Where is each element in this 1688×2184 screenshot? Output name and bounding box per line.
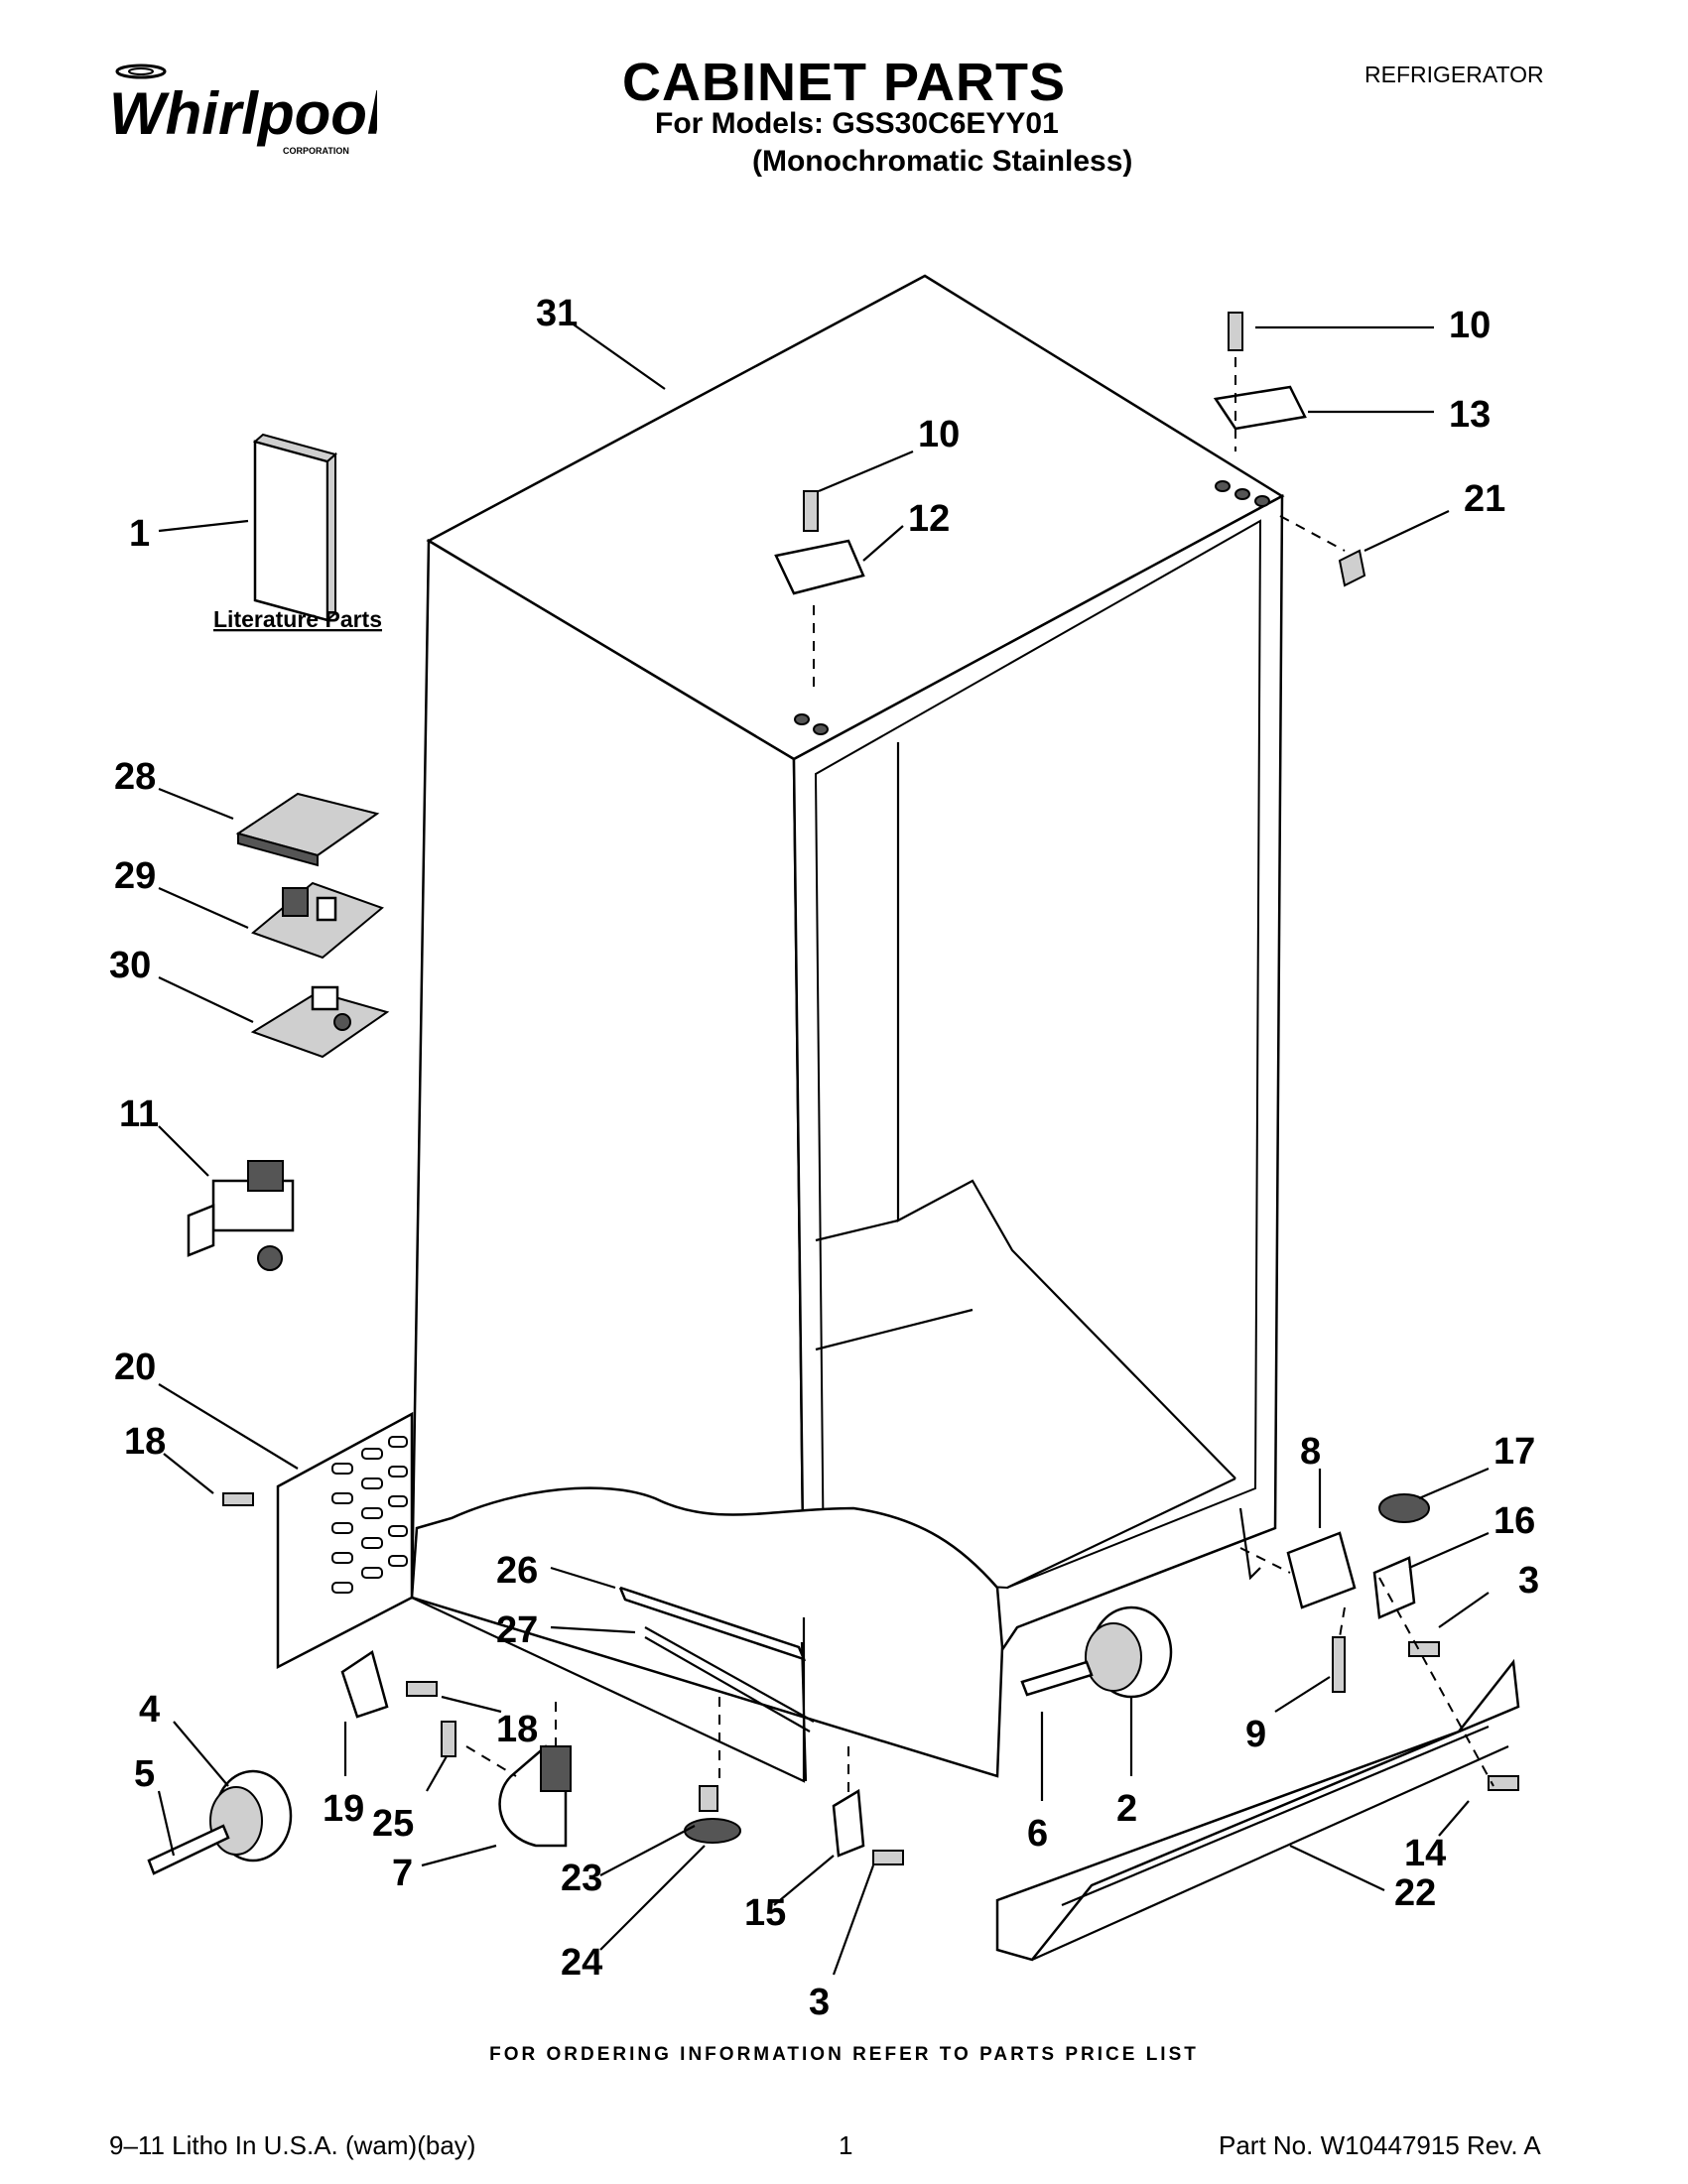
page-title: CABINET PARTS — [621, 53, 1066, 112]
tubing-parts — [618, 1586, 815, 1733]
callout-5: 5 — [134, 1753, 155, 1795]
literature-parts — [252, 433, 338, 623]
callout-9: 9 — [1245, 1714, 1266, 1755]
callout-27: 27 — [496, 1609, 538, 1651]
rear-access-panel — [276, 1411, 414, 1670]
callout-18-left: 18 — [124, 1421, 166, 1463]
part-number: Part No. W10447915 Rev. A — [1219, 2130, 1541, 2160]
callout-23: 23 — [561, 1858, 602, 1899]
page-number: 1 — [839, 2130, 853, 2160]
rear-roller — [147, 1769, 293, 1875]
callout-28: 28 — [114, 756, 156, 798]
callout-29: 29 — [114, 855, 156, 897]
control-boards — [250, 881, 390, 1059]
model-finish: (Monochromatic Stainless) — [752, 145, 1133, 178]
mount-holes — [794, 480, 1270, 735]
leader-lines — [157, 321, 1490, 1976]
callout-22: 22 — [1394, 1872, 1436, 1914]
callout-16: 16 — [1493, 1500, 1535, 1542]
callout-31: 31 — [536, 293, 578, 334]
assembly-lines — [465, 357, 1494, 1796]
callout-4: 4 — [139, 1689, 160, 1731]
callout-1: 1 — [129, 513, 150, 555]
callout-20: 20 — [114, 1347, 156, 1388]
callout-10-top: 10 — [1449, 305, 1491, 346]
callout-21: 21 — [1464, 478, 1505, 520]
litho-info: 9–11 Litho In U.S.A. (wam)(bay) — [109, 2130, 476, 2160]
callout-30: 30 — [109, 945, 151, 986]
whirlpool-logo: Whirlpool CORPORATION — [109, 64, 377, 156]
model-number: For Models: GSS30C6EYY01 — [655, 107, 1059, 140]
brand-wordmark: Whirlpool — [109, 80, 377, 147]
control-cover — [235, 792, 380, 867]
callout-19: 19 — [323, 1788, 364, 1830]
front-roller — [1020, 1606, 1173, 1699]
callout-7: 7 — [392, 1853, 413, 1894]
product-type: REFRIGERATOR — [1364, 62, 1544, 87]
water-valve — [187, 1160, 295, 1271]
callout-24: 24 — [561, 1942, 602, 1984]
literature-parts-label: Literature Parts — [213, 606, 382, 632]
callout-25: 25 — [372, 1803, 414, 1845]
callout-12: 12 — [908, 498, 950, 540]
callout-26: 26 — [496, 1550, 538, 1592]
ordering-note: FOR ORDERING INFORMATION REFER TO PARTS … — [489, 2044, 1199, 2065]
callout-3-right: 3 — [1518, 1560, 1539, 1602]
callout-15: 15 — [744, 1892, 786, 1934]
callout-labels: 31 10 13 10 12 21 1 Literature Parts 28 … — [109, 293, 1539, 2023]
callout-6: 6 — [1027, 1813, 1048, 1855]
brand-subtitle: CORPORATION — [283, 146, 349, 156]
toe-grille — [995, 1658, 1520, 1962]
callout-13: 13 — [1449, 394, 1491, 436]
callout-3-bottom: 3 — [809, 1982, 830, 2023]
callout-17: 17 — [1493, 1431, 1535, 1473]
cabinet-shell — [410, 274, 1285, 1783]
callout-10: 10 — [918, 414, 960, 455]
callout-8: 8 — [1300, 1431, 1321, 1473]
callout-14: 14 — [1404, 1833, 1446, 1874]
model-info: For Models: GSS30C6EYY01 (Monochromatic … — [655, 105, 1132, 181]
callout-11: 11 — [119, 1093, 159, 1135]
callout-2: 2 — [1116, 1788, 1137, 1830]
callout-18: 18 — [496, 1709, 538, 1750]
